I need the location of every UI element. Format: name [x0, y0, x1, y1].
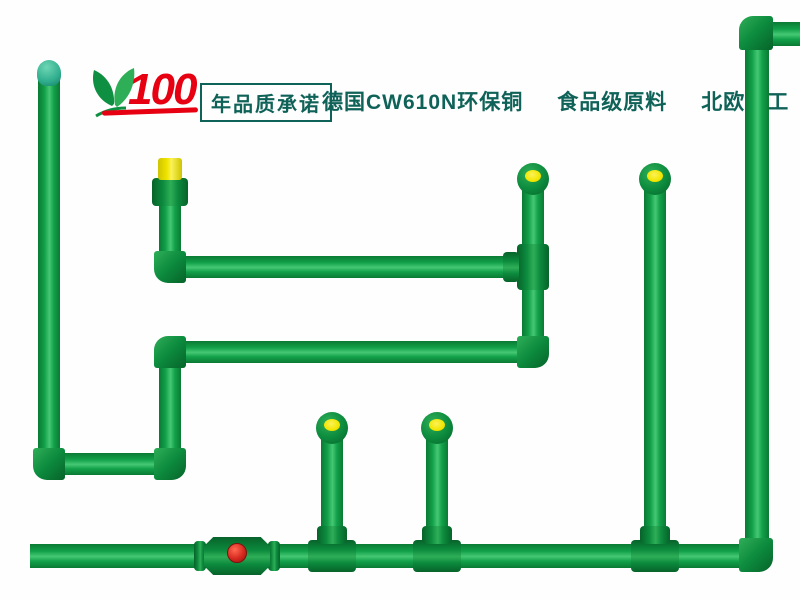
elbow-bottom-right [739, 538, 773, 572]
pipe-mid-riser-upper [159, 198, 181, 262]
elbow-top-right [739, 16, 773, 50]
coupling-yellow-cap [158, 158, 182, 180]
pipe-mid-run-upper [168, 256, 533, 278]
tee-bottom-1 [308, 540, 356, 572]
end-cap-stub2-yellow [429, 419, 445, 431]
pipe-right-riser [745, 30, 769, 544]
tee-bottom-2 [413, 540, 461, 572]
elbow-mid-lower-right [517, 336, 549, 368]
coupling-fitting [152, 178, 188, 206]
tee-center-branch [503, 252, 519, 282]
pipe-mid-riser-lower [159, 350, 181, 460]
pipe-stub-riser-2 [426, 428, 448, 558]
tee-bottom-1-stub [317, 526, 347, 544]
elbow-mid-lower-left [154, 336, 186, 368]
logo-tagline: 年品质承诺 [200, 83, 332, 122]
feature-list: 德国CW610N环保铜 食品级原料 北欧化工 [322, 86, 789, 116]
pipe-tall-riser [644, 178, 666, 558]
tee-bottom-3 [631, 540, 679, 572]
pipe-stub-riser-1 [321, 428, 343, 558]
end-cap-center-yellow [525, 170, 541, 182]
elbow-link-right [154, 448, 186, 480]
pipe-lower-link [44, 453, 174, 475]
valve-collar-right [268, 541, 280, 571]
feature-material: 德国CW610N环保铜 [322, 91, 524, 114]
elbow-mid-upper-left [154, 251, 186, 283]
tee-bottom-2-stub [422, 526, 452, 544]
valve-red-handle [227, 543, 247, 563]
end-cap-stub1-yellow [324, 419, 340, 431]
tee-bottom-3-stub [640, 526, 670, 544]
pipe-mid-run-lower [170, 341, 538, 363]
logo-number: 100 [128, 65, 197, 114]
left-riser-cap [37, 60, 61, 86]
valve-collar-left [194, 541, 206, 571]
elbow-left-bottom [33, 448, 65, 480]
end-cap-tall-yellow [647, 170, 663, 182]
pipe-left-riser [38, 72, 60, 466]
tee-center-riser [517, 244, 549, 290]
feature-foodgrade: 食品级原料 [557, 91, 668, 114]
